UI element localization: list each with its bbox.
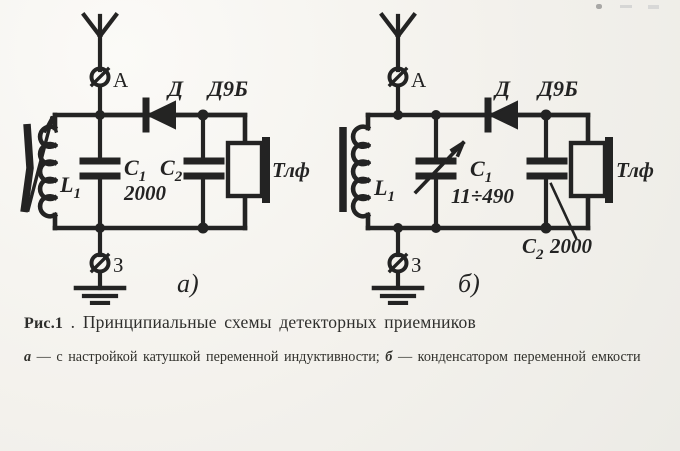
caption-sub-marker-a: а [24,348,32,365]
circuit-diagram-a: А З Д Д9Б L1 C1 2000 C2 Тлф а) [0,0,340,305]
variability-arrow-a [25,115,59,213]
label-terminal-a: А [113,68,129,92]
caption-sub-text-b: — конденсатором переменной емкости [397,348,641,365]
terminal-a-slash [89,66,111,88]
label-terminal-ground-a: З [113,253,124,277]
label-c2-value-b: 2000 [549,234,593,258]
antenna-symbol-b [379,12,417,73]
label-subfigure-b: б) [458,269,480,298]
caption-sub-line: а — с настройкой катушкой переменной инд… [24,348,660,366]
caption-figure-number: Рис.1 [24,315,64,332]
phones-symbol-a [225,137,270,203]
label-phones-a: Тлф [272,158,310,182]
label-phones-b: Тлф [616,158,654,182]
label-diode-type-a: Д9Б [206,76,248,101]
label-terminal-ground-b: З [411,253,422,277]
schematic-b-svg: А З Д Д9Б L1 C1 11÷490 C2 2000 Тл [339,12,654,305]
ground-symbol-a [73,285,127,305]
variable-core-bar-a [20,123,34,213]
diode-d-a [97,97,206,133]
figure-diagrams: А З Д Д9Б L1 C1 2000 C2 Тлф а) [0,0,680,305]
scan-speck-icon [596,4,602,9]
label-subfigure-a: а) [177,269,199,298]
caption-sub-text-a: — с настройкой катушкой переменной индук… [36,348,380,365]
node-b-top [393,110,403,120]
label-c1-value-a: 2000 [123,181,167,205]
label-terminal-a-b: А [411,68,427,92]
caption-separator: . [70,312,76,332]
label-c2-a: C2 [160,155,183,185]
circuit-diagram-b: А З Д Д9Б L1 C1 11÷490 C2 2000 Тл [330,0,680,305]
label-c2-b: C2 [522,234,544,263]
label-coil-b: L1 [373,175,395,205]
scan-speck-icon [620,5,632,8]
caption-title: Принципиальные схемы детекторных приемни… [82,312,476,332]
label-c1-value-b: 11÷490 [451,184,514,208]
label-coil-a: L1 [59,172,81,202]
terminal-a-slash-b [387,66,409,88]
caption-sub-marker-b: б [385,348,393,365]
label-c1-a: C1 [124,155,146,185]
variable-capacitor-c1-b [413,140,466,195]
ground-symbol-b [371,285,425,305]
schematic-a-svg: А З Д Д9Б L1 C1 2000 C2 Тлф а) [20,12,310,305]
phones-symbol-b [568,137,613,203]
figure-caption: Рис.1 . Принципиальные схемы детекторных… [24,312,660,366]
label-diode-type-b: Д9Б [536,76,578,101]
diode-d-b [433,97,549,133]
antenna-symbol-a [81,12,119,73]
scan-speck-icon [648,5,659,9]
capacitor-c2-b [526,157,568,180]
capacitor-c2-a [183,157,225,180]
capacitor-c1-a [79,157,121,180]
leader-line-c2-b [549,182,578,240]
label-diode-letter-b: Д [493,76,511,101]
coil-l1-b [350,124,372,219]
label-diode-letter-a: Д [166,76,184,101]
label-c1-b: C1 [470,156,492,186]
caption-main-line: Рис.1 . Принципиальные схемы детекторных… [24,312,660,334]
